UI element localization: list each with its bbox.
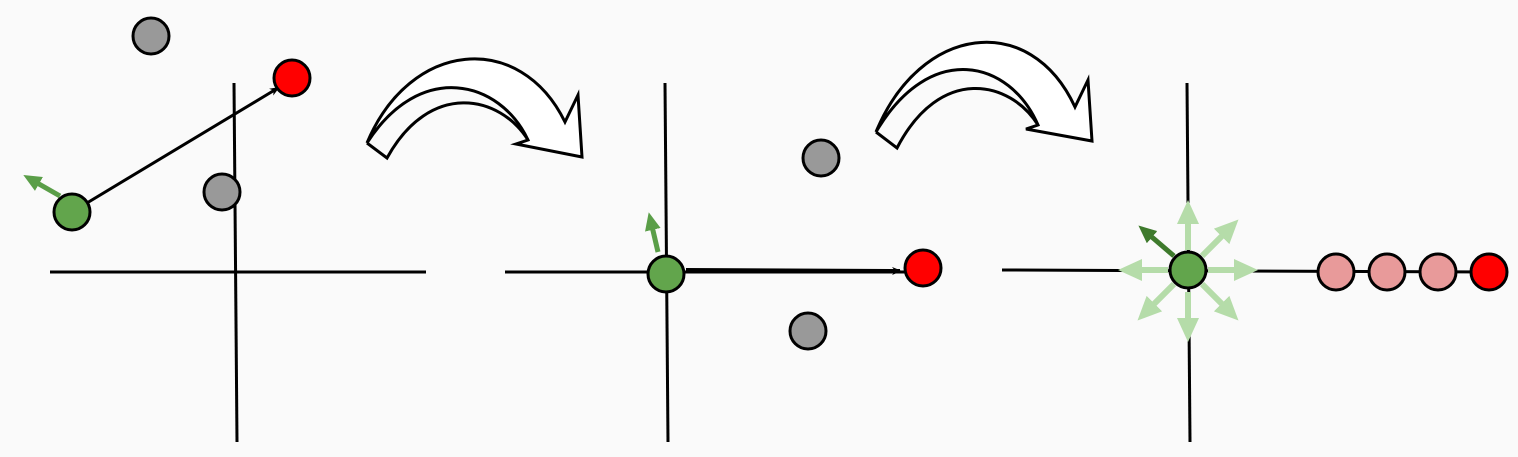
interpolated-goal-dot xyxy=(1418,252,1458,292)
goal-vector-arrow xyxy=(71,86,280,214)
obstacle-dot xyxy=(131,16,171,56)
candidate-arrow xyxy=(1137,281,1177,321)
agent-dot xyxy=(1168,250,1208,290)
panel-original-frame xyxy=(23,16,426,443)
agent-dot xyxy=(52,192,92,232)
transition-arrow-2-body xyxy=(875,87,1040,151)
interpolated-goal-dot xyxy=(1367,252,1407,292)
candidate-direction-arrows xyxy=(1118,200,1258,342)
heading-arrow xyxy=(23,175,62,199)
goal-vector-arrow xyxy=(685,266,902,275)
candidate-arrow xyxy=(1199,281,1239,321)
obstacle-dot xyxy=(202,172,242,212)
transition-arrow-2 xyxy=(874,40,1094,143)
selected-heading-arrow xyxy=(1138,225,1176,258)
obstacle-dot xyxy=(788,311,828,351)
y-axis xyxy=(232,82,239,443)
transition-arrow-1-body xyxy=(366,101,530,161)
goal-dot xyxy=(903,248,943,288)
panel-action-candidates xyxy=(1001,82,1509,443)
interpolated-goal-dot xyxy=(1316,252,1356,292)
goal-dot xyxy=(272,58,312,98)
candidate-arrow xyxy=(1199,219,1239,259)
goal-dot xyxy=(1469,252,1509,292)
agent-dot xyxy=(646,254,686,294)
transition-arrow-1 xyxy=(365,57,584,159)
obstacle-dot xyxy=(801,138,841,178)
panel-transformed-frame xyxy=(505,82,943,443)
heading-arrow xyxy=(645,212,661,253)
